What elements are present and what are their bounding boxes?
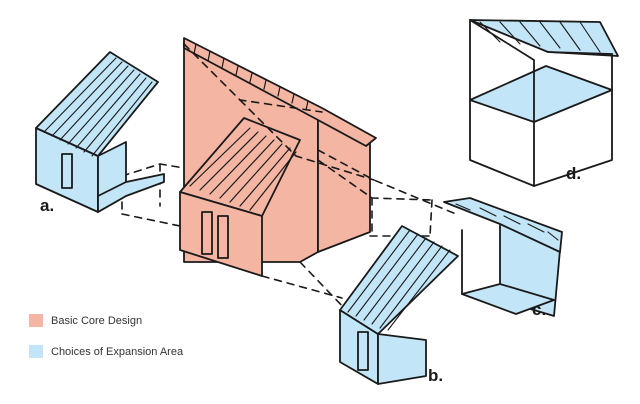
core-roof-strip (183, 37, 377, 147)
house-d-floor (469, 65, 613, 123)
house-a-door (61, 153, 73, 189)
core-door-left (201, 211, 213, 255)
core-house (179, 37, 377, 277)
label-a: a. (40, 196, 55, 215)
house-a-roof-hatch (43, 57, 153, 157)
house-b-roof-hatch (347, 229, 451, 331)
label-c: c. (532, 300, 547, 319)
legend-label-expansion: Choices of Expansion Area (51, 345, 184, 358)
legend-item-expansion: Choices of Expansion Area (29, 345, 183, 358)
house-b-roof (339, 225, 459, 335)
legend-label-core: Basic Core Design (51, 314, 143, 327)
expansion-house-b (339, 225, 459, 385)
house-d-roof (469, 19, 619, 57)
expansion-house-c (443, 197, 563, 317)
expansion-house-a (35, 51, 165, 213)
house-c-floor (461, 283, 555, 315)
legend-item-core: Basic Core Design (29, 314, 142, 327)
expansion-house-d (469, 19, 619, 187)
house-b-side-wall (377, 333, 427, 385)
legend-swatch-core (29, 314, 43, 327)
core-roof-hatch (193, 43, 309, 111)
house-c-roof (443, 197, 563, 253)
core-door-right (217, 215, 229, 259)
house-a-floor (97, 173, 165, 213)
legend-swatch-expansion (29, 345, 43, 358)
label-d: d. (566, 164, 582, 183)
house-b-door (357, 331, 369, 371)
house-c-roof-hatch (455, 203, 559, 241)
core-small-roof-hatch (189, 127, 297, 211)
label-b: b. (428, 366, 444, 385)
